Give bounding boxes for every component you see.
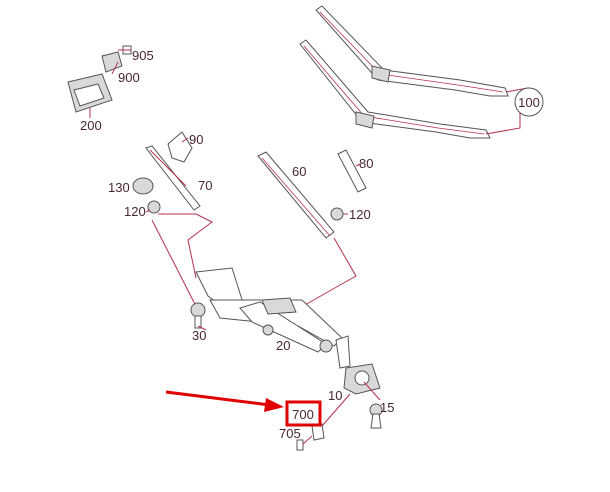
- part-705-pin[interactable]: [296, 435, 313, 451]
- label-15: 15: [380, 400, 394, 415]
- highlight-arrow: [165, 390, 284, 412]
- part-120-nut-right[interactable]: [330, 207, 348, 221]
- part-60-wiper-arm-right[interactable]: [257, 151, 335, 239]
- label-80: 80: [359, 156, 373, 171]
- label-700: 700: [292, 407, 314, 422]
- part-200-relay-module[interactable]: [67, 73, 113, 118]
- label-100: 100: [518, 95, 540, 110]
- label-90: 90: [189, 132, 203, 147]
- part-120-nut-left[interactable]: [145, 200, 161, 214]
- label-120-left: 120: [124, 204, 146, 219]
- label-10: 10: [328, 388, 342, 403]
- callout-100[interactable]: 100: [514, 87, 544, 117]
- label-200: 200: [80, 118, 102, 133]
- part-30-bolt[interactable]: [190, 302, 207, 331]
- part-15-screw[interactable]: [369, 403, 383, 429]
- part-90-cover-cap[interactable]: [167, 131, 193, 163]
- label-130: 130: [108, 180, 130, 195]
- part-70-wiper-arm-left[interactable]: [145, 145, 201, 211]
- label-900: 900: [118, 70, 140, 85]
- part-10-wiper-motor[interactable]: [321, 335, 381, 427]
- part-905-pin[interactable]: [118, 45, 132, 55]
- part-20-wiper-linkage[interactable]: [151, 213, 357, 353]
- highlight-box-700: [285, 400, 322, 427]
- label-30: 30: [192, 328, 206, 343]
- part-130-cap[interactable]: [132, 177, 154, 195]
- label-905: 905: [132, 48, 154, 63]
- label-120-right: 120: [349, 207, 371, 222]
- wiper-blade-upper[interactable]: [315, 5, 509, 97]
- part-900-clip[interactable]: [101, 51, 123, 75]
- label-705: 705: [279, 426, 301, 441]
- label-70: 70: [198, 178, 212, 193]
- wiper-blade-lower[interactable]: [299, 39, 491, 139]
- label-60: 60: [292, 164, 306, 179]
- label-20: 20: [276, 338, 290, 353]
- part-80-cover[interactable]: [337, 149, 367, 193]
